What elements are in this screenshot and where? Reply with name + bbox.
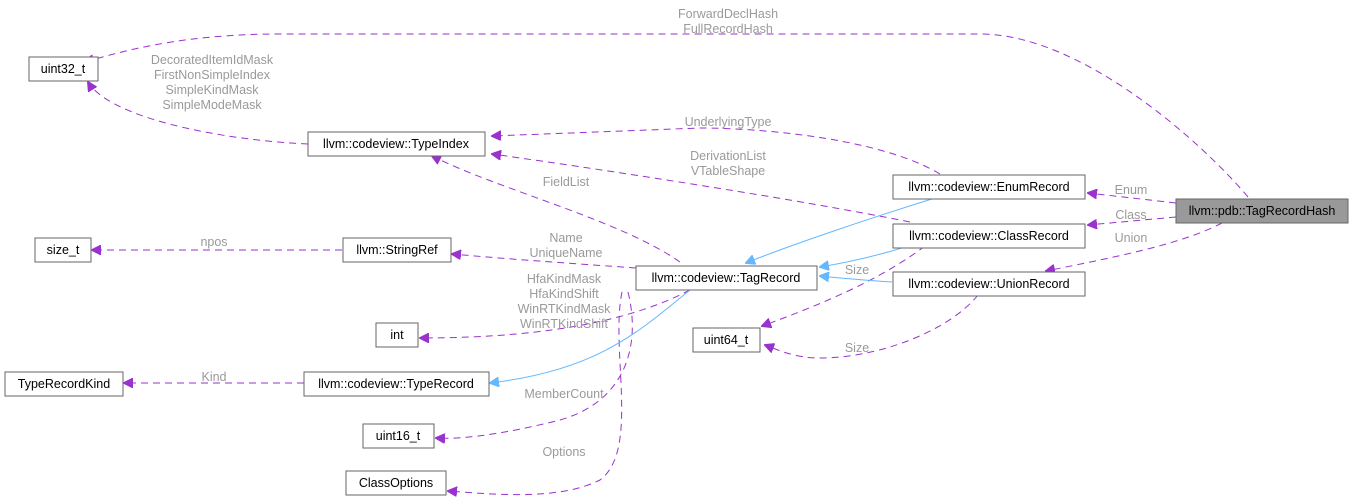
node-type-index[interactable]: llvm::codeview::TypeIndex bbox=[307, 131, 486, 157]
node-uint16-t[interactable]: uint16_t bbox=[362, 423, 435, 449]
label-size-class: Size bbox=[845, 263, 869, 277]
node-tag-record[interactable]: llvm::codeview::TagRecord bbox=[635, 265, 818, 291]
node-uint32-t-label: uint32_t bbox=[41, 62, 86, 76]
node-union-record[interactable]: llvm::codeview::UnionRecord bbox=[892, 271, 1086, 297]
edge-enum-inherits-tag bbox=[746, 197, 936, 263]
label-hfa-kind-mask: HfaKindMask bbox=[527, 272, 602, 286]
node-uint16-t-label: uint16_t bbox=[376, 429, 421, 443]
node-size-t[interactable]: size_t bbox=[34, 237, 92, 263]
label-name: Name bbox=[549, 231, 582, 245]
node-type-record[interactable]: llvm::codeview::TypeRecord bbox=[303, 371, 490, 397]
node-size-t-label: size_t bbox=[47, 243, 80, 257]
edge-tag-to-uint16 bbox=[436, 291, 633, 438]
edge-typeindex-to-uint32 bbox=[88, 82, 309, 145]
label-forward-decl-hash: ForwardDeclHash bbox=[678, 7, 778, 21]
node-uint64-t[interactable]: uint64_t bbox=[692, 327, 761, 353]
edge-tag-to-stringref bbox=[452, 254, 637, 269]
label-field-list: FieldList bbox=[543, 175, 590, 189]
node-uint64-t-label: uint64_t bbox=[704, 333, 749, 347]
edge-tag-to-classoptions bbox=[448, 291, 623, 495]
label-vtable-shape: VTableShape bbox=[691, 164, 765, 178]
node-class-record-label: llvm::codeview::ClassRecord bbox=[909, 229, 1069, 243]
edge-class-to-typeindex bbox=[492, 154, 911, 223]
label-size-union: Size bbox=[845, 341, 869, 355]
edge-class-to-uint64 bbox=[762, 245, 926, 326]
label-npos: npos bbox=[200, 235, 227, 249]
node-class-options[interactable]: ClassOptions bbox=[345, 470, 447, 496]
node-string-ref-label: llvm::StringRef bbox=[356, 243, 438, 257]
label-full-record-hash: FullRecordHash bbox=[683, 22, 773, 36]
node-union-record-label: llvm::codeview::UnionRecord bbox=[908, 277, 1069, 291]
label-enum: Enum bbox=[1115, 183, 1148, 197]
node-type-record-kind-label: TypeRecordKind bbox=[18, 377, 110, 391]
label-union: Union bbox=[1115, 231, 1148, 245]
label-first-non-simple-index: FirstNonSimpleIndex bbox=[154, 68, 271, 82]
node-class-record[interactable]: llvm::codeview::ClassRecord bbox=[892, 223, 1086, 249]
edge-labels: ForwardDeclHash FullRecordHash Decorated… bbox=[151, 7, 1148, 459]
node-enum-record-label: llvm::codeview::EnumRecord bbox=[908, 180, 1069, 194]
label-winrt-kind-mask: WinRTKindMask bbox=[518, 302, 612, 316]
label-class: Class bbox=[1115, 208, 1146, 222]
label-member-count: MemberCount bbox=[524, 387, 604, 401]
label-decorated-item-id-mask: DecoratedItemIdMask bbox=[151, 53, 274, 67]
label-simple-mode-mask: SimpleModeMask bbox=[162, 98, 262, 112]
label-winrt-kind-shift: WinRTKindShift bbox=[520, 317, 609, 331]
edge-hash-to-union bbox=[1046, 222, 1223, 271]
label-hfa-kind-shift: HfaKindShift bbox=[529, 287, 599, 301]
edge-union-to-uint64 bbox=[765, 294, 979, 359]
edge-tag-inherits-typerecord bbox=[490, 289, 691, 383]
node-int-label: int bbox=[390, 328, 404, 342]
node-uint32-t[interactable]: uint32_t bbox=[28, 56, 99, 82]
edge-hash-to-class bbox=[1088, 216, 1177, 225]
label-options: Options bbox=[542, 445, 585, 459]
edge-hash-to-uint32 bbox=[85, 33, 1249, 198]
edge-union-inherits-tag bbox=[820, 276, 893, 283]
edge-hash-to-enum bbox=[1088, 193, 1177, 204]
node-tag-record-label: llvm::codeview::TagRecord bbox=[652, 271, 801, 285]
node-type-index-label: llvm::codeview::TypeIndex bbox=[323, 137, 470, 151]
node-type-record-label: llvm::codeview::TypeRecord bbox=[318, 377, 474, 391]
label-kind: Kind bbox=[201, 370, 226, 384]
edge-tag-to-typeindex bbox=[432, 156, 681, 263]
node-type-record-kind[interactable]: TypeRecordKind bbox=[4, 371, 124, 397]
node-tag-record-hash-label: llvm::pdb::TagRecordHash bbox=[1189, 204, 1336, 218]
edge-enum-to-typeindex bbox=[492, 127, 941, 175]
nodes: llvm::pdb::TagRecordHash uint32_t llvm::… bbox=[4, 56, 1349, 496]
label-unique-name: UniqueName bbox=[530, 246, 603, 260]
node-tag-record-hash[interactable]: llvm::pdb::TagRecordHash bbox=[1175, 198, 1349, 224]
node-string-ref[interactable]: llvm::StringRef bbox=[342, 237, 452, 263]
label-underlying-type: UnderlyingType bbox=[685, 115, 772, 129]
edges bbox=[85, 33, 1249, 495]
node-class-options-label: ClassOptions bbox=[359, 476, 433, 490]
label-derivation-list: DerivationList bbox=[690, 149, 766, 163]
label-simple-kind-mask: SimpleKindMask bbox=[165, 83, 259, 97]
edge-class-inherits-tag bbox=[820, 245, 909, 267]
node-int[interactable]: int bbox=[375, 322, 419, 348]
node-enum-record[interactable]: llvm::codeview::EnumRecord bbox=[892, 174, 1086, 200]
